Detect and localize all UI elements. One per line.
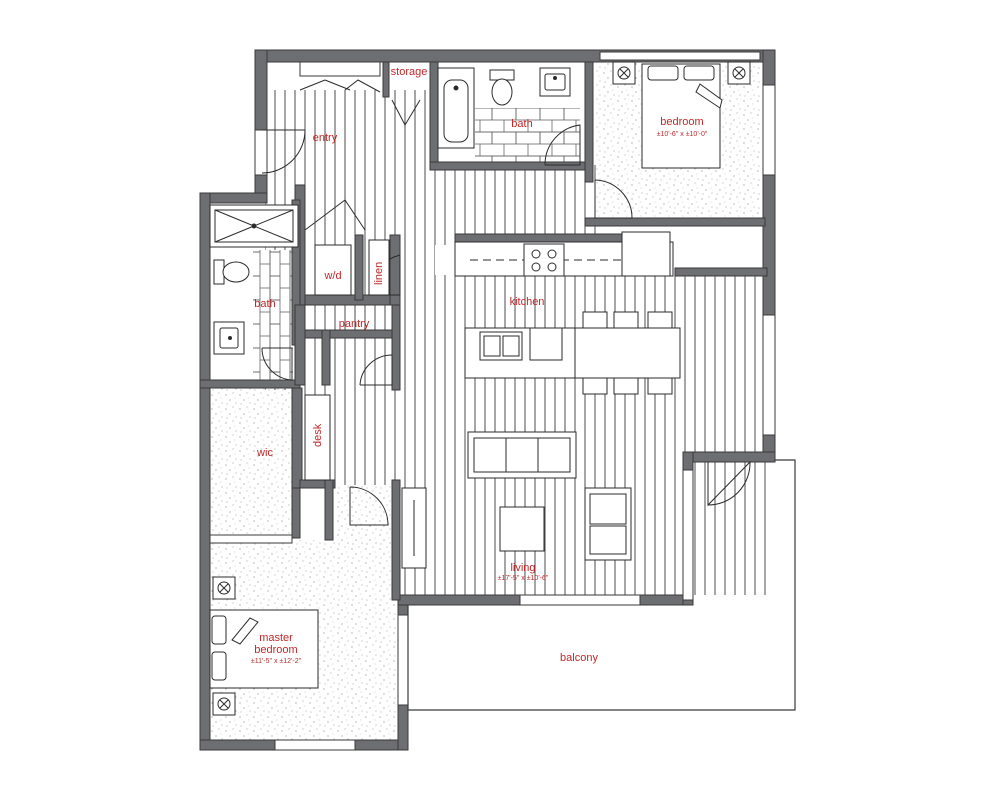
wic-label: wic bbox=[257, 447, 273, 459]
washer-dryer-icon bbox=[314, 244, 352, 296]
entry-label: entry bbox=[312, 132, 338, 144]
bath-upper-label: bath bbox=[511, 118, 533, 130]
bedroom-dimensions: ±10'-6" x ±10'-0" bbox=[656, 131, 708, 138]
door-swing-icon bbox=[261, 79, 751, 526]
kitchen-label: kitchen bbox=[509, 296, 545, 308]
washer-dryer-label: w/d bbox=[324, 270, 342, 282]
kitchen-sink-icon bbox=[479, 327, 563, 361]
master-bedroom-label-line2: bedroom bbox=[254, 644, 298, 656]
living-dimensions: ±17'-5" x ±10'-6" bbox=[497, 575, 549, 582]
desk-label: desk bbox=[312, 423, 324, 447]
vanity-sink-icon bbox=[539, 67, 571, 97]
living-label: living bbox=[510, 562, 536, 574]
toilet-icon bbox=[213, 259, 250, 285]
sofa-icon bbox=[467, 431, 577, 479]
master-bedroom-label-line1: master bbox=[259, 632, 293, 644]
media-cabinet bbox=[401, 487, 427, 569]
bar-stool-icon bbox=[582, 311, 673, 395]
master-bedroom-dimensions: ±11'-5" x ±12'-2" bbox=[250, 658, 302, 665]
toilet-icon bbox=[489, 69, 515, 106]
bathtub-icon bbox=[437, 67, 475, 149]
linen-closet-icon bbox=[368, 239, 390, 296]
vanity-sink-icon bbox=[213, 321, 245, 355]
armchair-icon bbox=[584, 487, 632, 561]
nightstand-lamp-icon bbox=[212, 576, 236, 716]
storage-label: storage bbox=[390, 66, 428, 78]
shower-icon bbox=[209, 204, 299, 248]
bed-icon bbox=[209, 609, 319, 689]
desk-icon bbox=[304, 394, 331, 481]
pantry-label: pantry bbox=[338, 318, 370, 330]
nightstand-lamp-icon bbox=[612, 61, 751, 85]
bedroom-label: bedroom bbox=[660, 116, 704, 128]
bath-left-label: bath bbox=[254, 298, 276, 310]
window-openings bbox=[254, 51, 776, 751]
balcony-outline bbox=[407, 459, 796, 711]
cooktop-icon bbox=[523, 243, 565, 277]
balcony-label: balcony bbox=[560, 652, 598, 664]
bed-icon bbox=[641, 63, 723, 169]
coffee-table-icon bbox=[499, 506, 545, 552]
linen-label: linen bbox=[373, 261, 385, 285]
